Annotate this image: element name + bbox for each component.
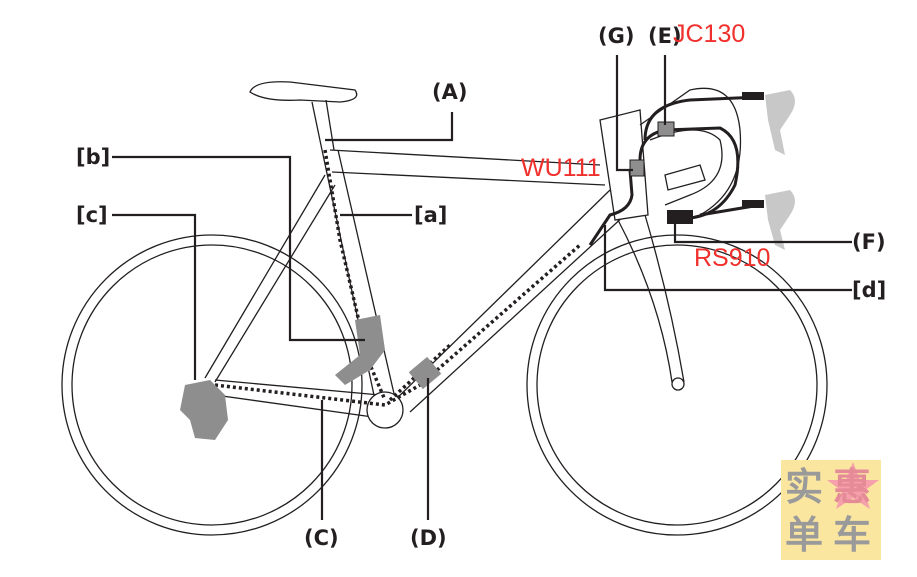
fork <box>617 214 685 383</box>
wireless-unit-g <box>629 159 645 177</box>
label-c: [c] <box>76 203 108 227</box>
front-wheel <box>526 234 828 536</box>
seat-stay <box>204 174 336 383</box>
shifter-lower <box>765 190 795 250</box>
bottom-bracket <box>366 391 404 429</box>
watermark-logo: 实 惠 单 车 <box>781 460 881 560</box>
star-icon <box>827 462 879 509</box>
leader-d <box>603 225 852 292</box>
leader-b <box>112 155 365 342</box>
label-c-upper: (C) <box>304 526 339 550</box>
junction-d <box>408 356 442 390</box>
cable-c <box>214 243 582 407</box>
leader-g <box>615 55 633 172</box>
label-d-upper: (D) <box>410 526 447 550</box>
rear-wheel <box>61 234 363 536</box>
label-f: (F) <box>852 230 886 254</box>
label-e: (E) <box>648 24 682 48</box>
leader-c <box>112 213 197 380</box>
annotation-wu111: WU111 <box>521 154 601 182</box>
label-a-upper: (A) <box>432 80 468 104</box>
rear-derailleur <box>180 380 228 440</box>
junction-f <box>667 210 693 224</box>
cable-a <box>323 149 387 401</box>
shifter-upper <box>765 90 795 155</box>
label-d: [d] <box>852 278 887 302</box>
seat-post <box>311 99 335 151</box>
label-a: [a] <box>414 203 448 227</box>
top-tube <box>329 149 606 186</box>
saddle <box>249 81 358 103</box>
label-g: (G) <box>598 24 635 48</box>
chain-stay <box>214 379 381 419</box>
annotation-jc130: JC130 <box>673 20 746 48</box>
handlebar <box>639 87 742 221</box>
leader-f <box>673 222 852 244</box>
label-b: [b] <box>76 145 111 169</box>
head-tube <box>599 109 649 221</box>
front-derailleur <box>335 315 385 385</box>
annotation-rs910: RS910 <box>694 244 771 272</box>
leader-a <box>325 112 454 142</box>
